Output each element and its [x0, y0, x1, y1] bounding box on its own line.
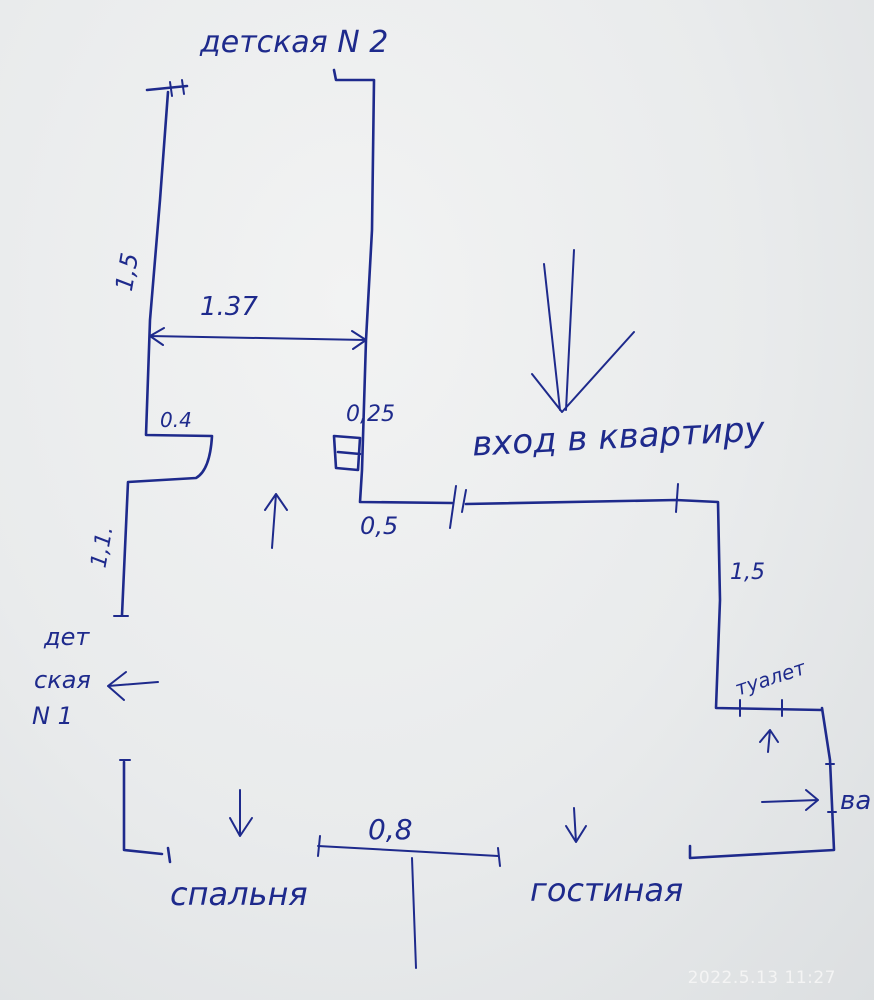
label-children-room-1-line2: ская: [34, 666, 91, 694]
arrow-down-living: [565, 807, 587, 843]
arrow-right-bath: [761, 789, 819, 811]
tick-top-left: [169, 79, 185, 97]
dimension-1-5-left: 1,5: [109, 250, 145, 294]
label-bedroom: спальня: [170, 875, 308, 913]
dimension-0-4: 0.4: [160, 408, 192, 432]
wall-entrance: [464, 498, 824, 712]
entrance-door-ticks: [449, 483, 783, 717]
wall-bottom-left: [122, 760, 172, 864]
dimension-1-5-right: 1,5: [730, 560, 765, 585]
wall-right-bath: [688, 706, 836, 860]
arrow-up-toilet: [759, 729, 779, 753]
arrow-up-corridor: [264, 493, 288, 549]
arrow-left-children-1: [107, 671, 159, 701]
wall-left-upper: [120, 90, 214, 617]
dimension-arrow-1-37: [149, 327, 367, 350]
photo-timestamp: 2022.5.13 11:27: [687, 968, 836, 988]
dimension-1-37: 1.37: [200, 292, 258, 322]
label-bath: ва: [840, 786, 872, 816]
wall-top-right: [332, 68, 454, 505]
wall-top-left: [145, 84, 189, 92]
tick-left-wall: [113, 615, 131, 761]
dimension-0-8: [317, 835, 501, 867]
dimension-0-8: 0,8: [368, 813, 413, 846]
label-children-room-2: детская N 2: [200, 25, 389, 60]
label-living-room: гостиная: [530, 871, 684, 909]
label-children-room-1-line1: дет: [44, 623, 90, 651]
bottom-center-line: [411, 857, 417, 969]
arrow-down-bedroom: [229, 789, 253, 837]
dimension-0-5: 0,5: [360, 512, 399, 540]
label-children-room-1-line3: N 1: [32, 702, 73, 730]
door-frame: [332, 434, 362, 472]
bath-door-ticks: [825, 763, 837, 813]
dimension-0-25: 0,25: [346, 402, 395, 427]
entrance-arrow: [531, 249, 635, 413]
